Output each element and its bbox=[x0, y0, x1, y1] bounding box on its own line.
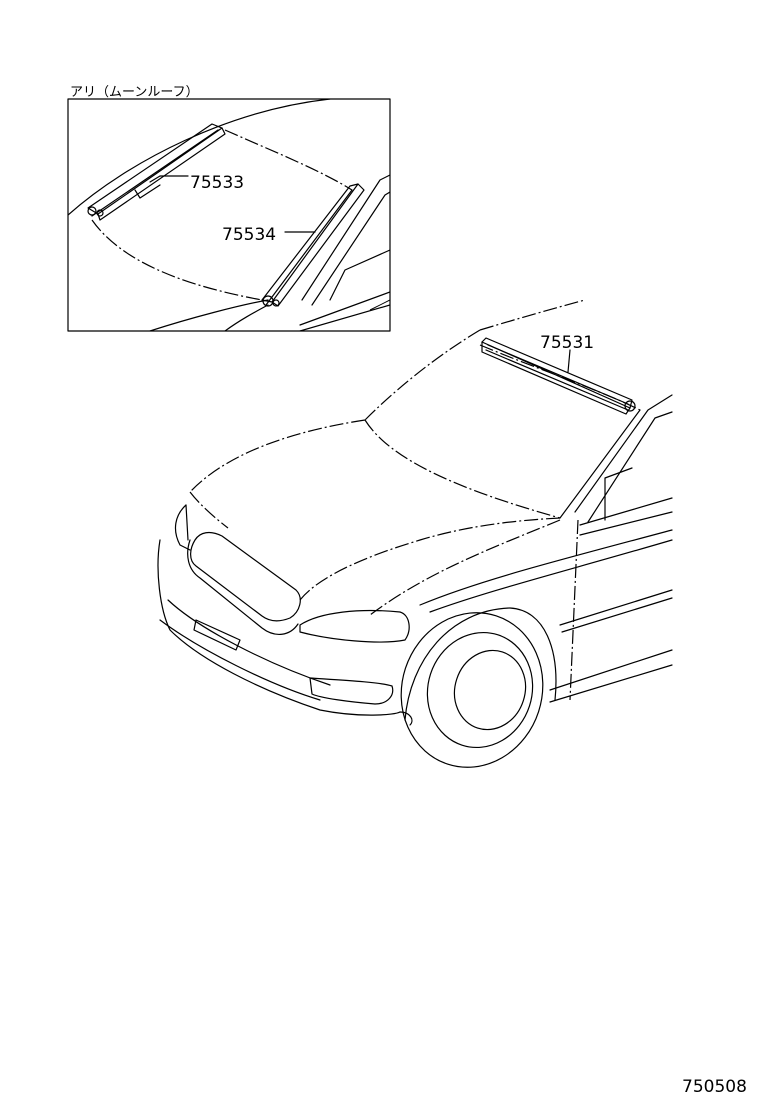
inset-hood-line-2 bbox=[224, 304, 269, 331]
hood-side-line bbox=[299, 517, 561, 601]
part-75531-shape bbox=[481, 337, 636, 415]
inset-pillar bbox=[301, 174, 390, 301]
inset-glass-bottom bbox=[91, 219, 263, 301]
part-75534-shape bbox=[261, 183, 365, 307]
fender-line bbox=[369, 519, 561, 616]
inset-pillar-inner bbox=[311, 191, 390, 306]
side-molding-2 bbox=[561, 597, 673, 633]
roof-line bbox=[479, 299, 586, 331]
license-plate bbox=[193, 619, 241, 651]
part-label-75533: 75533 bbox=[190, 173, 244, 193]
mirror-shape bbox=[604, 467, 633, 521]
fog-lamp bbox=[309, 677, 394, 705]
hood-rear-edge bbox=[189, 419, 366, 493]
leader-75533 bbox=[149, 175, 189, 183]
leader-75531 bbox=[567, 349, 571, 373]
left-headlight bbox=[174, 504, 191, 551]
inset-glass-top bbox=[224, 129, 353, 191]
inset-door-line bbox=[299, 291, 390, 326]
part-label-75531: 75531 bbox=[540, 333, 594, 353]
a-pillar-rear bbox=[574, 394, 673, 513]
inset-moonroof: アリ（ムーンルーフ） bbox=[67, 85, 391, 332]
beltline-2 bbox=[579, 511, 673, 536]
windshield-top bbox=[479, 344, 641, 411]
inset-roof-edge bbox=[68, 99, 331, 216]
car-illustration: 75531 bbox=[157, 299, 673, 768]
inset-caption: アリ（ムーンルーフ） bbox=[70, 85, 199, 100]
part-75533-shape bbox=[87, 123, 226, 221]
body-character-line-2 bbox=[429, 539, 673, 613]
inset-frame bbox=[67, 98, 391, 332]
inset-window bbox=[329, 249, 390, 301]
figure-code: 750508 bbox=[682, 1077, 747, 1097]
bumper-top bbox=[157, 539, 401, 716]
a-pillar-inner bbox=[587, 411, 673, 523]
windshield-bottom bbox=[364, 419, 561, 519]
beltline bbox=[579, 497, 673, 526]
hood-corner bbox=[189, 491, 229, 529]
bumper-line bbox=[167, 599, 331, 686]
side-molding bbox=[559, 589, 673, 626]
a-pillar-front bbox=[559, 409, 641, 519]
tire bbox=[400, 612, 544, 768]
wheel-rim bbox=[426, 631, 534, 749]
door-seam bbox=[569, 519, 579, 701]
part-label-75534: 75534 bbox=[222, 225, 276, 245]
inset-door-line-3 bbox=[369, 299, 390, 311]
inset-door-line-2 bbox=[299, 304, 390, 331]
grille-surround bbox=[187, 539, 299, 635]
inset-hood-line bbox=[149, 299, 269, 331]
grille bbox=[190, 531, 301, 622]
wheel-hub bbox=[453, 649, 527, 731]
right-headlight bbox=[299, 609, 410, 643]
bumper-line-2 bbox=[159, 619, 321, 701]
windshield-left bbox=[364, 329, 481, 421]
body-character-line bbox=[419, 529, 673, 606]
left-headlight-inner bbox=[185, 504, 189, 541]
wheel-arch bbox=[404, 607, 557, 721]
